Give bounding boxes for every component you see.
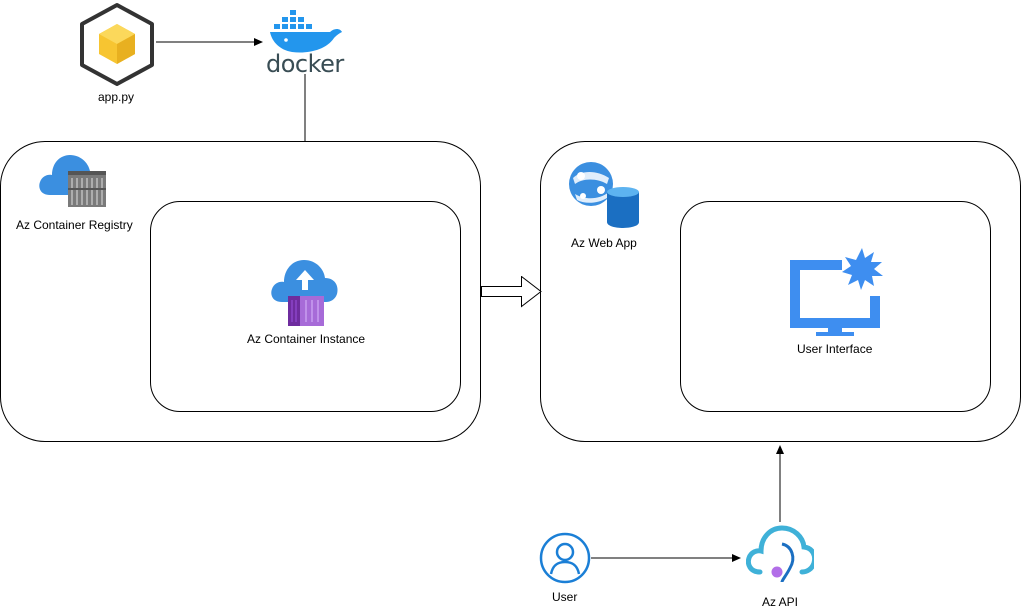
- api-management-icon: [746, 524, 814, 586]
- container-instance-icon: [270, 256, 340, 328]
- user-icon: [539, 532, 591, 584]
- user-label: User: [552, 590, 578, 604]
- web-app-icon: [567, 160, 639, 230]
- web-app-label: Az Web App: [571, 236, 637, 250]
- docker-logo-icon: [268, 8, 346, 54]
- user-interface-group: [680, 201, 991, 412]
- user-interface-label: User Interface: [797, 342, 873, 356]
- app-py-label: app.py: [98, 90, 135, 104]
- api-label: Az API: [762, 595, 799, 609]
- user-interface-icon: [790, 248, 890, 336]
- container-instance-label: Az Container Instance: [247, 332, 366, 346]
- container-registry-icon: [38, 151, 110, 209]
- docker-wordmark: docker: [266, 50, 344, 78]
- deploy-block-arrow: [481, 276, 542, 308]
- container-registry-label: Az Container Registry: [16, 218, 133, 232]
- python-package-icon: [78, 2, 156, 87]
